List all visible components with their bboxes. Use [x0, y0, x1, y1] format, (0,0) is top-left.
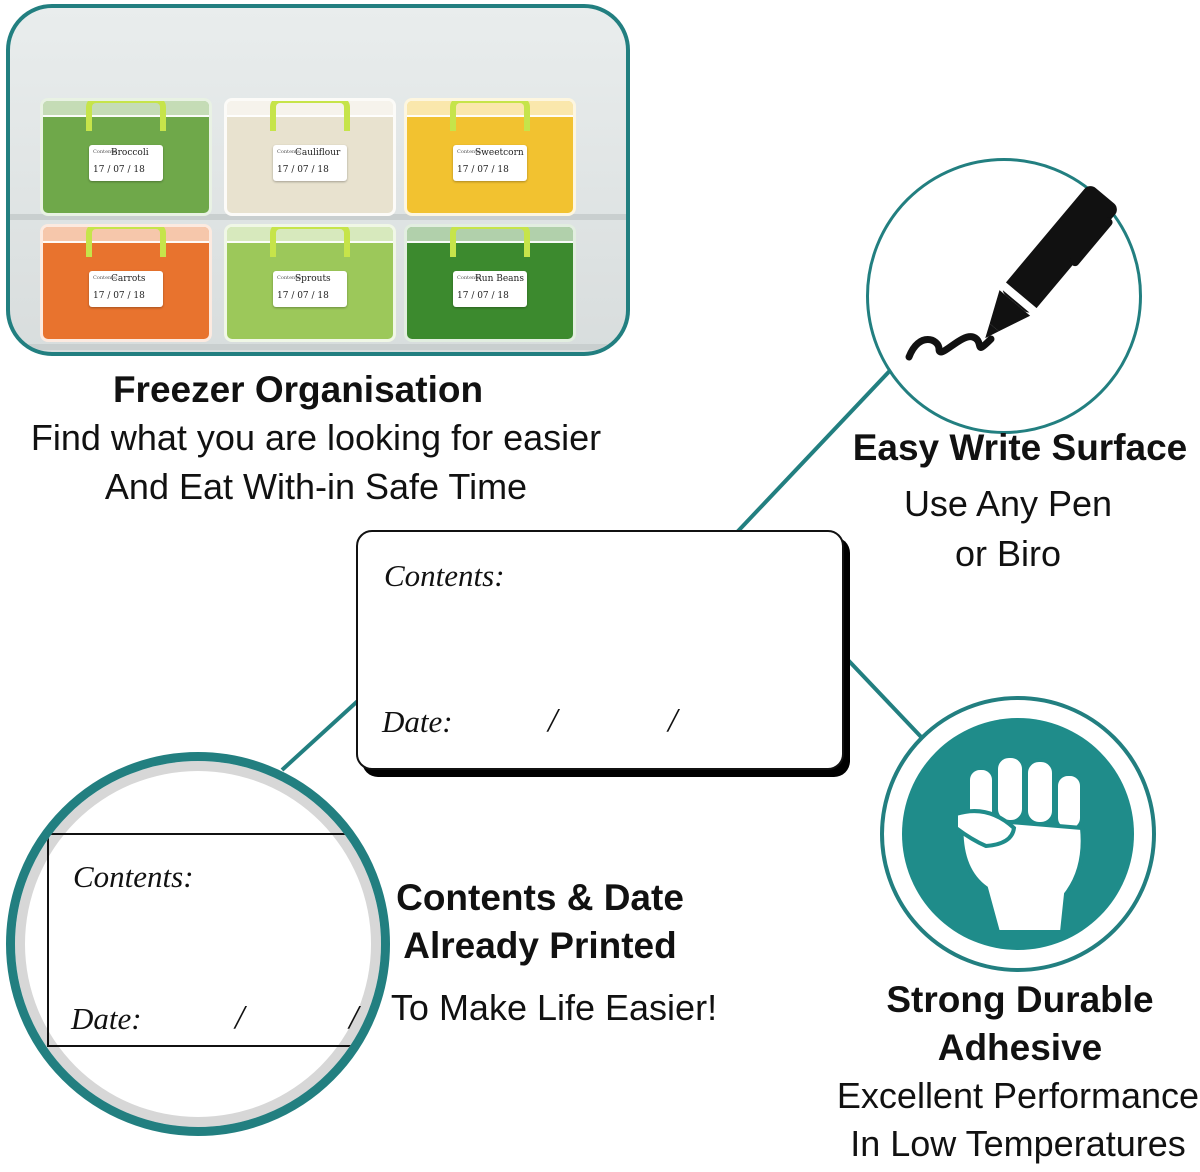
- tag-contents-label: Contents:: [457, 275, 482, 281]
- freezer-line-2: And Eat With-in Safe Time: [104, 466, 528, 507]
- label-date-text: Date:: [382, 704, 453, 739]
- box-label-tag: Contents: Cauliflour 17 / 07 / 18: [273, 145, 347, 181]
- tag-date-value: 17 / 07 / 18: [457, 291, 509, 301]
- tag-contents-label: Contents:: [93, 275, 118, 281]
- freezer-shelf: [10, 214, 626, 220]
- box-label-tag: Contents: Run Beans 17 / 07 / 18: [453, 271, 527, 307]
- zoom-date-slash: /: [349, 999, 359, 1036]
- freezer-box-broccoli: Contents: Broccoli 17 / 07 / 18: [40, 98, 212, 216]
- freezer-box-sweetcorn: Contents: Sweetcorn 17 / 07 / 18: [404, 98, 576, 216]
- zoom-date-slash: /: [235, 999, 245, 1036]
- freezer-box-carrots: Contents: Carrots 17 / 07 / 18: [40, 224, 212, 342]
- tag-contents-value: Sprouts: [295, 274, 331, 284]
- printed-heading-2: Already Printed: [403, 925, 677, 966]
- tag-date-value: 17 / 07 / 18: [93, 291, 145, 301]
- freezer-box-sprouts: Contents: Sprouts 17 / 07 / 18: [224, 224, 396, 342]
- tag-contents-value: Run Beans: [475, 274, 524, 284]
- label-date-slash: /: [548, 702, 558, 739]
- printed-heading-1: Contents & Date: [396, 877, 684, 918]
- fist-circle: [880, 696, 1156, 972]
- pen-circle: [866, 158, 1142, 434]
- zoom-circle: Contents: Date: / /: [6, 752, 390, 1136]
- tag-contents-label: Contents:: [277, 149, 302, 155]
- printed-line-1: To Make Life Easier!: [390, 987, 718, 1028]
- label-date-slash: /: [668, 702, 678, 739]
- adhesive-line-1: Excellent Performance: [836, 1075, 1200, 1116]
- freezer-box-cauliflower: Contents: Cauliflour 17 / 07 / 18: [224, 98, 396, 216]
- connector-fist: [846, 658, 926, 742]
- tag-contents-label: Contents:: [277, 275, 302, 281]
- adhesive-line-2: In Low Temperatures: [850, 1123, 1186, 1164]
- tag-contents-value: Sweetcorn: [475, 148, 524, 158]
- tag-contents-value: Cauliflour: [295, 148, 341, 158]
- tag-date-value: 17 / 07 / 18: [277, 291, 329, 301]
- freezer-shelf: [10, 344, 626, 350]
- zoom-contents-text: Contents:: [73, 859, 194, 894]
- box-label-tag: Contents: Sprouts 17 / 07 / 18: [273, 271, 347, 307]
- tag-contents-label: Contents:: [457, 149, 482, 155]
- write-heading: Easy Write Surface: [852, 427, 1188, 468]
- tag-date-value: 17 / 07 / 18: [277, 165, 329, 175]
- write-line-1: Use Any Pen: [903, 483, 1113, 524]
- box-label-tag: Contents: Sweetcorn 17 / 07 / 18: [453, 145, 527, 181]
- zoom-label-closeup: Contents: Date: / /: [47, 833, 369, 1047]
- freezer-heading: Freezer Organisation: [112, 369, 484, 410]
- freezer-line-1: Find what you are looking for easier: [30, 417, 602, 458]
- box-label-tag: Contents: Broccoli 17 / 07 / 18: [89, 145, 163, 181]
- adhesive-heading-1: Strong Durable: [886, 979, 1154, 1020]
- fist-icon: [954, 754, 1085, 934]
- adhesive-heading-2: Adhesive: [937, 1027, 1103, 1068]
- tag-date-value: 17 / 07 / 18: [457, 165, 509, 175]
- box-label-tag: Contents: Carrots 17 / 07 / 18: [89, 271, 163, 307]
- pen-icon: [905, 186, 1117, 361]
- tag-date-value: 17 / 07 / 18: [93, 165, 145, 175]
- tag-contents-label: Contents:: [93, 149, 118, 155]
- label-contents-text: Contents:: [384, 558, 505, 593]
- freezer-photo: Contents: Broccoli 17 / 07 / 18 Contents…: [6, 4, 630, 356]
- zoom-date-text: Date:: [71, 1001, 142, 1036]
- write-line-2: or Biro: [954, 533, 1062, 574]
- freezer-box-runner-beans: Contents: Run Beans 17 / 07 / 18: [404, 224, 576, 342]
- fist-badge: [902, 718, 1134, 950]
- tag-contents-value: Carrots: [111, 274, 146, 284]
- tag-contents-value: Broccoli: [111, 148, 149, 158]
- label-card: Contents: Date: / /: [356, 530, 844, 770]
